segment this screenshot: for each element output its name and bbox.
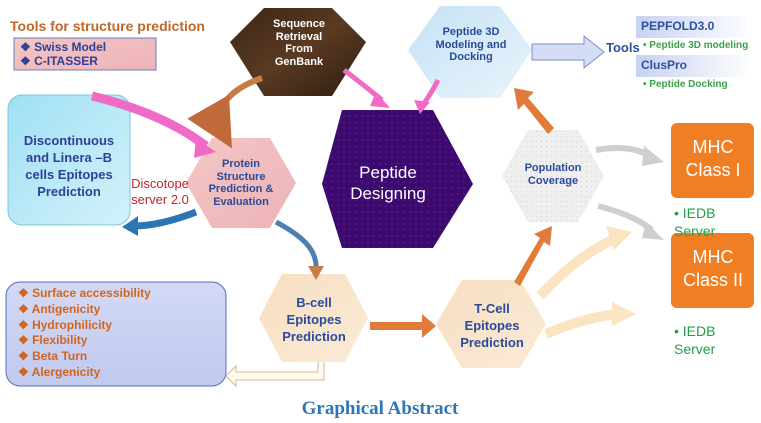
- tcell-hexagon: [436, 280, 546, 368]
- sequence-hexagon: [230, 8, 366, 96]
- arrow-bcell-to-tcell: [370, 314, 436, 338]
- mhc2-box: [671, 233, 754, 308]
- arrow-protein-to-bcell-head: [308, 266, 324, 280]
- bcell-label: B-cell Epitopes Prediction: [282, 295, 346, 344]
- footer-title: Graphical Abstract: [301, 398, 459, 419]
- property-item: ❖ Beta Turn: [18, 349, 88, 364]
- arrow-grey-mhc1: [595, 145, 652, 159]
- sequence-label: Sequence Retrieval From GenBank: [273, 18, 325, 68]
- mhc1-box: [671, 123, 754, 198]
- property-item: ❖ Alergenicity: [18, 364, 101, 379]
- tools-prediction-box: [13, 37, 157, 71]
- arrow-population-to-peptide3d: [514, 88, 554, 134]
- arrow-blue-discotope: [133, 208, 198, 230]
- property-item: ❖ Antigenicity: [18, 301, 101, 316]
- arrow-to-tools: [531, 34, 605, 70]
- center-label: Peptide Designing: [350, 163, 426, 203]
- tool-desc-pepfold: • Peptide 3D modeling: [643, 40, 749, 51]
- arrow-grey-mhc2: [597, 203, 654, 233]
- discontinuous-label: Discontinuous and Linera –B cells Epitop…: [23, 133, 115, 199]
- arrow-faint-upper-head: [606, 226, 632, 250]
- tool-name-cluspro: ClusPro: [641, 58, 688, 72]
- mhc1-server: • IEDB Server: [674, 205, 716, 239]
- arrow-faint-lower-head: [612, 302, 636, 326]
- arrow-pink-large-head: [194, 138, 216, 158]
- properties-list: ❖ Surface accessibility ❖ Antigenicity ❖…: [18, 286, 151, 381]
- tools-right-label: Tools: [606, 40, 640, 55]
- peptide3d-hexagon: [408, 6, 532, 98]
- tool-row-cluspro: [636, 55, 752, 77]
- bcell-hexagon: [259, 274, 368, 362]
- tools-prediction-item: ❖ C-ITASSER: [20, 54, 98, 68]
- arrow-grey-mhc1-head: [642, 146, 664, 166]
- tool-row-pepfold: [636, 16, 752, 38]
- population-label: Population Coverage: [524, 162, 582, 187]
- tools-prediction-title: Tools for structure prediction: [10, 18, 205, 34]
- arrow-protein-to-bcell: [274, 219, 319, 273]
- arrow-tcell-to-population: [514, 226, 552, 286]
- peptide3d-label: Peptide 3D Modeling and Docking: [435, 26, 507, 64]
- discotope-label: Discotope server 2.0: [131, 176, 189, 207]
- arrow-pink-peptide3d-head: [414, 100, 430, 114]
- arrow-bcell-to-properties: [225, 362, 325, 388]
- mhc2-label: MHC Class II: [682, 247, 743, 290]
- arrow-sequence-to-protein: [187, 75, 264, 149]
- protein-label: Protein Structure Prediction & Evaluatio…: [208, 158, 274, 208]
- arrow-blue-discotope-head: [122, 216, 138, 236]
- property-item: ❖ Surface accessibility: [18, 286, 151, 300]
- mhc1-label: MHC Class I: [685, 137, 741, 180]
- center-hexagon: [322, 110, 473, 248]
- discontinuous-box: [7, 94, 131, 226]
- tcell-label: T-Cell Epitopes Prediction: [460, 301, 524, 350]
- tools-prediction-list: ❖ Swiss Model ❖ C-ITASSER: [20, 40, 106, 68]
- arrow-grey-mhc2-head: [642, 222, 664, 240]
- arrow-faint-upper: [536, 233, 619, 300]
- arrow-pink-sequence-head: [370, 92, 390, 108]
- population-hexagon: [502, 130, 604, 222]
- arrow-faint-lower: [544, 309, 619, 339]
- mhc2-server: • IEDB Server: [674, 323, 716, 357]
- properties-box: [5, 281, 227, 387]
- protein-hexagon: [186, 138, 296, 228]
- tools-prediction-item: ❖ Swiss Model: [20, 40, 107, 54]
- tool-name-pepfold: PEPFOLD3.0: [641, 19, 715, 33]
- property-item: ❖ Hydrophilicity: [18, 317, 113, 332]
- property-item: ❖ Flexibility: [18, 333, 88, 348]
- tool-desc-cluspro: • Peptide Docking: [643, 79, 728, 90]
